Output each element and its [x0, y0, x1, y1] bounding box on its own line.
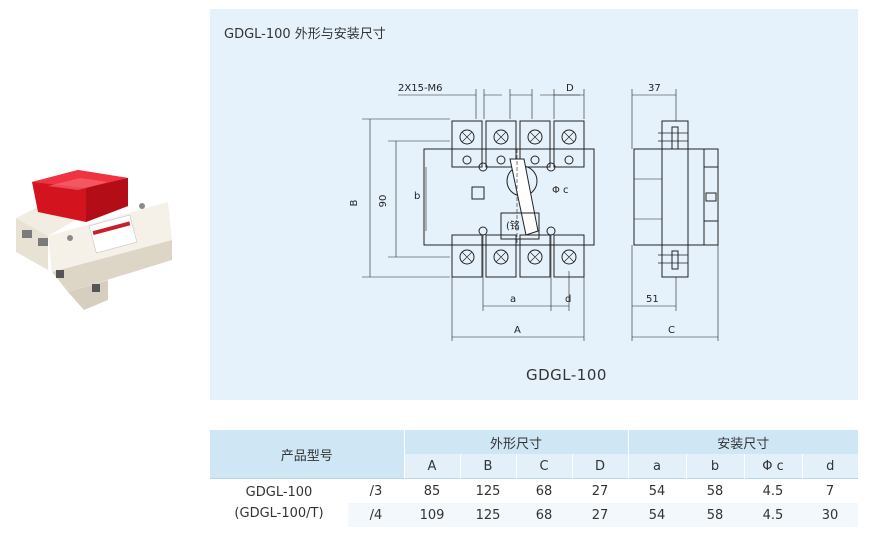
row-suffix: /3: [348, 478, 404, 503]
cell: 68: [516, 503, 572, 527]
model-line2: (GDGL-100/T): [234, 506, 324, 521]
front-body: [423, 148, 595, 246]
header-model: 产品型号: [210, 430, 404, 479]
dim-left: [362, 118, 450, 278]
cell: 7: [802, 478, 858, 503]
top-terminals: [451, 120, 585, 168]
model-line1: GDGL-100: [245, 485, 313, 500]
label-holes: 2X15-M6: [398, 83, 443, 94]
header-mount: 安装尺寸: [627, 430, 858, 454]
cell: 125: [460, 478, 516, 503]
label-B: B: [349, 199, 360, 206]
cell: 4.5: [744, 503, 802, 527]
dim-top: [398, 89, 585, 119]
cell: 27: [572, 478, 628, 503]
label-nameplate: (铭: [506, 219, 520, 232]
cell: 85: [404, 478, 460, 503]
cell: 125: [460, 503, 516, 527]
header-b: b: [685, 454, 744, 479]
cell: 54: [628, 478, 686, 503]
label-a: a: [510, 294, 516, 305]
label-d: d: [565, 294, 571, 305]
header-a: a: [627, 454, 686, 479]
label-b: b: [414, 191, 420, 202]
header-B: B: [459, 454, 516, 479]
label-phi: Φ c: [552, 185, 569, 196]
header-C: C: [515, 454, 572, 479]
header-outer: 外形尺寸: [403, 430, 628, 454]
label-37: 37: [648, 83, 661, 94]
header-A: A: [403, 454, 460, 479]
cell: 68: [516, 478, 572, 503]
bottom-terminals: [451, 226, 585, 278]
row-suffix: /4: [348, 503, 404, 527]
product-photo: [16, 170, 172, 310]
cell: 54: [628, 503, 686, 527]
table-row: GDGL-100 (GDGL-100/T) /3 85 125 68 27 54…: [210, 478, 858, 527]
header-D: D: [571, 454, 628, 479]
drawing-title: GDGL-100 外形与安装尺寸: [224, 27, 386, 42]
cell: 58: [686, 478, 744, 503]
label-C: C: [668, 325, 675, 336]
label-90: 90: [378, 195, 389, 208]
cell: 30: [802, 503, 858, 527]
side-view: [633, 120, 719, 278]
label-51: 51: [646, 294, 659, 305]
model-cell: GDGL-100 (GDGL-100/T): [210, 478, 348, 527]
cell: 109: [404, 503, 460, 527]
spec-table: 产品型号 外形尺寸 安装尺寸 A B C D a b Φ c d GDGL-10…: [210, 430, 858, 527]
technical-drawing: 2X15-M6 D 37 B 90 b Φ c (铭 a d A 51 C: [349, 83, 719, 341]
cell: 4.5: [744, 478, 802, 503]
drawing-panel: GDGL-100 外形与安装尺寸: [210, 9, 858, 400]
header-d: d: [801, 454, 858, 479]
label-A: A: [514, 325, 521, 336]
header-phi-c: Φ c: [743, 454, 802, 479]
dim-bottom: [451, 235, 585, 341]
table-row: /4 109 125 68 27 54 58 4.5 30: [210, 503, 858, 527]
dim-side: [631, 89, 719, 341]
label-D: D: [566, 83, 574, 94]
cell: 27: [572, 503, 628, 527]
cell: 58: [686, 503, 744, 527]
handle: [471, 158, 540, 240]
model-caption: GDGL-100: [526, 366, 607, 384]
